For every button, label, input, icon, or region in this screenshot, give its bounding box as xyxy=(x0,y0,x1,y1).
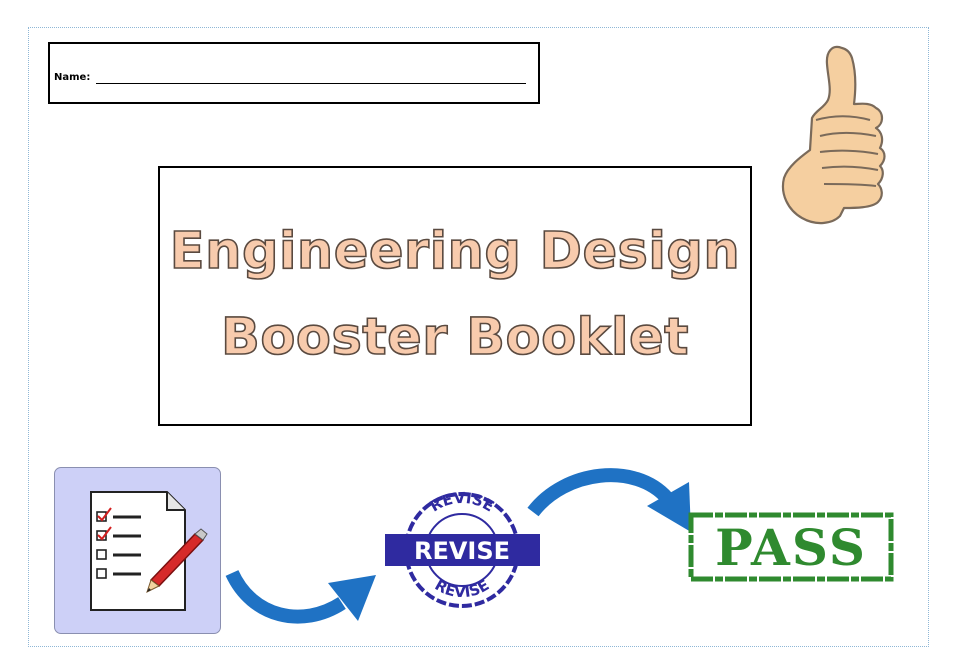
page-border xyxy=(28,27,929,647)
revise-stamp: REVISE REVISE REVISE xyxy=(385,490,540,608)
name-label: Name: xyxy=(54,72,91,83)
pencil-icon xyxy=(146,528,208,593)
curved-arrow-icon xyxy=(527,468,691,532)
pass-stamp: PASS xyxy=(688,512,894,582)
title-line-1: Engineering Design xyxy=(169,221,741,282)
checklist-icon xyxy=(90,491,208,611)
revise-ring-top: REVISE xyxy=(427,490,497,515)
checklist-tile xyxy=(54,467,221,634)
title-line-2: Booster Booklet xyxy=(220,307,689,368)
curved-arrow-icon xyxy=(225,569,376,624)
title-box: Engineering Design Booster Booklet xyxy=(158,166,752,426)
revise-ring-bottom: REVISE xyxy=(432,576,492,601)
thumbs-up-icon xyxy=(781,45,886,225)
name-box: Name: xyxy=(48,42,540,104)
pass-stamp-label: PASS xyxy=(715,518,867,577)
revise-stamp-label: REVISE xyxy=(414,537,510,565)
name-input-line[interactable] xyxy=(96,83,526,84)
